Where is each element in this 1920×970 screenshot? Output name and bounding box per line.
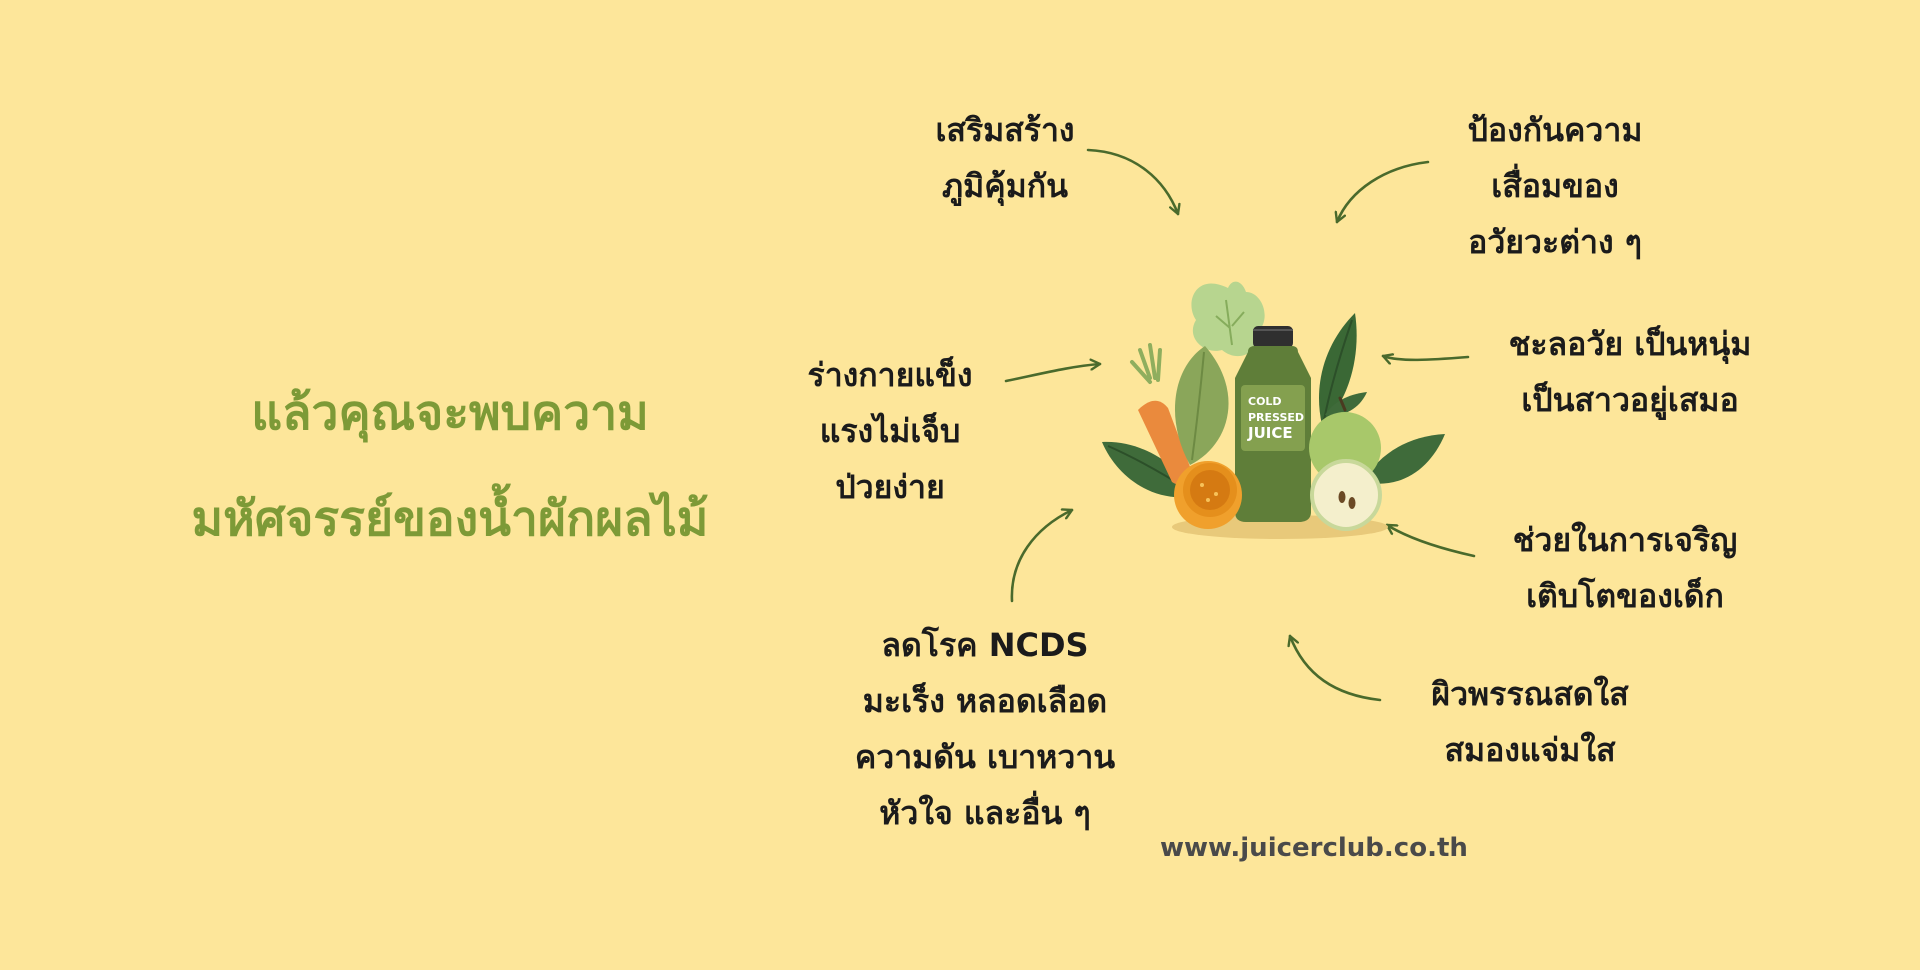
orange-icon [1174,461,1242,529]
benefit-organ-protection-line-1: ป้องกันความ [1467,111,1643,149]
carrot-greens-icon [1130,343,1162,384]
bottle-label-line-2: PRESSED [1248,411,1304,424]
benefit-skin-brain-line-1: ผิวพรรณสดใส [1431,675,1629,713]
headline-line-2: มหัศจรรย์ของน้ำผักผลไม้ [191,491,709,547]
benefit-organ-protection-line-3: อวัยวะต่าง ๆ [1468,223,1642,261]
arrow-immunity [1086,148,1178,216]
arrow-anti-aging [1381,356,1470,360]
leaf-center-icon [1174,346,1229,465]
juice-illustration: COLD PRESSED JUICE [1102,281,1445,539]
arrow-skin-brain [1290,634,1382,702]
benefit-skin-brain: ผิวพรรณสดใส สมองแจ่มใส [1390,666,1670,778]
juice-bottle-icon: COLD PRESSED JUICE [1235,326,1311,522]
arrow-organ-protection [1337,160,1430,224]
bottle-label-line-3: JUICE [1247,424,1293,442]
bottle-label-line-1: COLD [1248,395,1282,408]
carrot-icon [1138,400,1195,485]
apple-icon [1309,396,1383,532]
leaf-small-right-icon [1325,392,1367,416]
benefit-strong-body: ร่างกายแข็ง แรงไม่เจ็บ ป่วยง่าย [780,347,1000,515]
headline-line-1: แล้วคุณจะพบความ [251,385,649,441]
benefit-reduce-ncds: ลดโรค NCDS มะเร็ง หลอดเลือด ความดัน เบาห… [805,617,1165,841]
website-url: www.juicerclub.co.th [1160,833,1468,863]
benefit-child-growth: ช่วยในการเจริญ เติบโตของเด็ก [1480,512,1770,624]
benefit-strong-body-line-1: ร่างกายแข็ง [807,356,973,394]
benefit-reduce-ncds-line-2: มะเร็ง หลอดเลือด [862,682,1108,720]
benefit-reduce-ncds-line-1: ลดโรค NCDS [881,626,1089,664]
benefit-strong-body-line-2: แรงไม่เจ็บ [819,412,961,450]
benefit-organ-protection-line-2: เสื่อมของ [1491,167,1619,205]
benefit-child-growth-line-2: เติบโตของเด็ก [1526,577,1724,615]
benefit-immunity: เสริมสร้าง ภูมิคุ้มกัน [890,102,1120,214]
leaf-right-icon [1363,434,1445,484]
arrow-strong-body [1004,364,1102,383]
arrow-child-growth [1385,523,1476,558]
benefit-immunity-line-2: ภูมิคุ้มกัน [942,167,1068,205]
benefit-anti-aging-line-2: เป็นสาวอยู่เสมอ [1521,381,1739,419]
headline: แล้วคุณจะพบความ มหัศจรรย์ของน้ำผักผลไม้ [110,360,790,572]
benefit-reduce-ncds-line-4: หัวใจ และอื่น ๆ [879,794,1091,832]
benefit-organ-protection: ป้องกันความ เสื่อมของ อวัยวะต่าง ๆ [1410,102,1700,270]
benefit-reduce-ncds-line-3: ความดัน เบาหวาน [854,738,1116,776]
benefit-anti-aging: ชะลอวัย เป็นหนุ่ม เป็นสาวอยู่เสมอ [1470,316,1790,428]
leaf-left-icon [1102,441,1198,498]
benefit-immunity-line-1: เสริมสร้าง [935,111,1075,149]
benefit-skin-brain-line-2: สมองแจ่มใส [1444,731,1616,769]
benefit-anti-aging-line-1: ชะลอวัย เป็นหนุ่ม [1508,325,1752,363]
benefit-strong-body-line-3: ป่วยง่าย [835,468,945,506]
benefit-child-growth-line-1: ช่วยในการเจริญ [1512,521,1738,559]
arrow-reduce-ncds [1010,510,1074,603]
